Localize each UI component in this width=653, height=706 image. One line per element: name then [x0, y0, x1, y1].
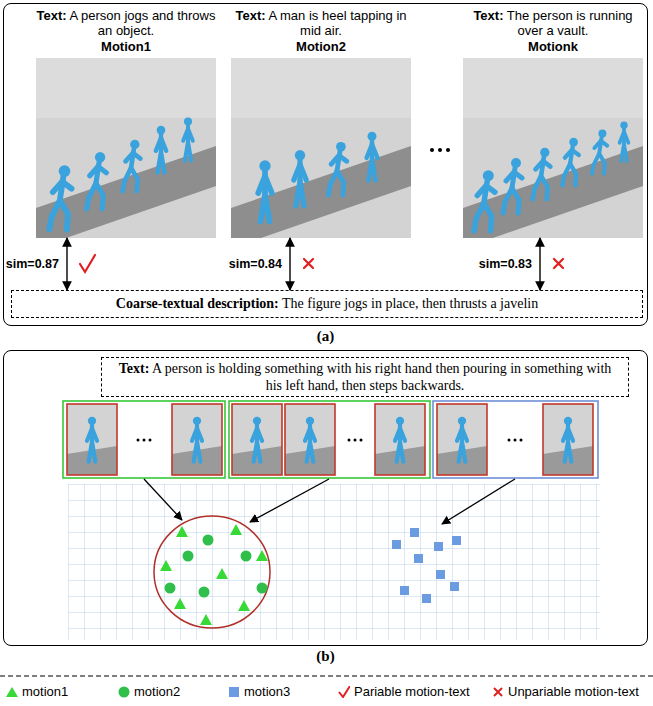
similarity-label: sim=0.83	[478, 257, 533, 272]
similarity-label: sim=0.84	[228, 257, 283, 272]
similarity-arrow	[539, 238, 540, 290]
legend-swatch	[338, 686, 350, 698]
legend-item: Unpariable motion-text	[492, 684, 639, 700]
motion-frame	[67, 404, 593, 475]
legend-separator	[0, 675, 653, 676]
motion-render	[231, 58, 411, 238]
motion-render: Text: A man is heel tapping in mid air.M…	[231, 8, 411, 238]
legend-text: Unpariable motion-text	[508, 684, 639, 700]
legend-item: motion2	[118, 684, 180, 700]
similarity-label: sim=0.87	[5, 257, 60, 272]
embedding-grid	[68, 484, 600, 640]
description-text: Text: A person is holding something with…	[110, 360, 620, 394]
cluster-ellipse	[154, 516, 270, 628]
motion-render: Text: A person jogs and throws an object…	[36, 8, 216, 238]
motion3-points	[392, 528, 461, 603]
description-box: Text: A person is holding something with…	[101, 357, 629, 397]
similarity-arrow	[66, 238, 67, 290]
legend-text: motion2	[134, 684, 180, 700]
frame-group	[63, 401, 598, 478]
panel-caption: (b)	[4, 647, 647, 665]
motion-name: Motion2	[231, 39, 411, 55]
legend-item: motion1	[6, 684, 68, 700]
legend-text: Pariable motion-text	[354, 684, 470, 700]
legend-swatch	[118, 686, 130, 698]
legend-swatch	[6, 686, 18, 698]
panel-caption: (a)	[4, 327, 647, 345]
legend-swatch	[492, 686, 504, 698]
group-arrow	[144, 479, 515, 524]
match-mark	[80, 255, 563, 272]
similarity-arrow	[289, 238, 290, 290]
description-box: Coarse-textual description: The figure j…	[11, 290, 643, 318]
motion-name: Motion1	[36, 39, 216, 55]
legend-swatch	[228, 686, 240, 698]
motion-render: Text: The person is running over a vault…	[463, 8, 643, 238]
motion-caption: Text: A man is heel tapping in mid air.	[231, 8, 411, 38]
motion-caption: Text: The person is running over a vault…	[463, 8, 643, 38]
legend-text: motion3	[244, 684, 290, 700]
motion-caption: Text: A person jogs and throws an object…	[36, 8, 216, 38]
legend-text: motion1	[22, 684, 68, 700]
motion-name: Motionk	[463, 39, 643, 55]
ellipsis-dots	[430, 148, 450, 152]
description-text: Coarse-textual description: The figure j…	[18, 294, 636, 314]
motion-render	[463, 58, 643, 238]
motion1-points	[160, 524, 268, 625]
legend-item: motion3	[228, 684, 290, 700]
motion-render	[36, 58, 216, 238]
panel-box: (a)Text: A person jogs and throws an obj…	[3, 3, 648, 326]
legend-item: Pariable motion-text	[338, 684, 470, 700]
panel-box: (b)Text: A person is holding something w…	[3, 350, 648, 646]
motion2-points	[165, 535, 268, 598]
